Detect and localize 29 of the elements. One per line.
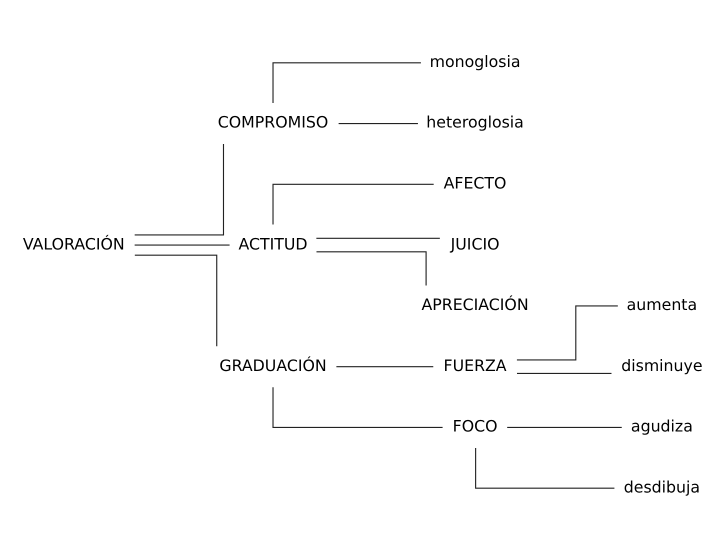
connector — [272, 386, 443, 428]
connector — [272, 62, 421, 102]
connector — [134, 244, 230, 246]
node-text: COMPROMISO — [218, 112, 328, 132]
node-text: VALORACIÓN — [22, 234, 125, 253]
connector — [134, 143, 224, 236]
connector — [134, 254, 218, 346]
connector — [336, 366, 434, 367]
node-text: aumenta — [626, 294, 698, 314]
connector — [316, 250, 427, 285]
connector — [507, 426, 622, 428]
node-text: GRADUACIÓN — [219, 355, 327, 374]
node-text: FOCO — [452, 416, 498, 436]
node-text: agudiza — [630, 416, 693, 436]
node-text: APRECIACIÓN — [421, 294, 529, 314]
connector — [316, 237, 440, 238]
connector — [338, 122, 418, 124]
connector — [517, 372, 612, 374]
node-text: disminuye — [621, 355, 703, 374]
node-text: monoglosia — [430, 51, 520, 70]
node-text: JUICIO — [450, 234, 500, 253]
connector — [516, 304, 618, 360]
node-text: desdibuja — [624, 476, 700, 496]
connector — [272, 183, 434, 224]
node-text: heteroglosia — [426, 112, 524, 132]
node-text: AFECTO — [444, 172, 506, 192]
connector — [475, 448, 614, 488]
node-text: ACTITUD — [238, 234, 308, 253]
node-text: FUERZA — [444, 355, 507, 374]
